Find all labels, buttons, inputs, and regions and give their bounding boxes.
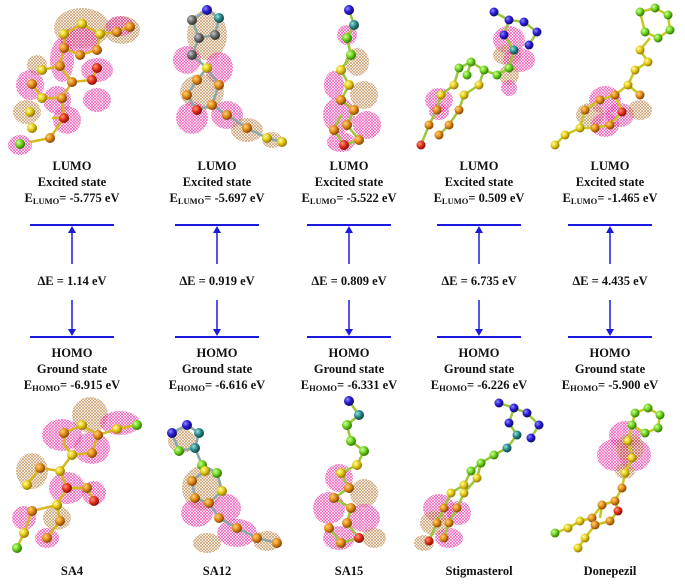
homo-state: Ground state — [181, 362, 253, 376]
sa4-homo-orbital-image — [12, 397, 142, 553]
lumo-state: Excited state — [444, 175, 514, 189]
lumo-title: LUMO — [459, 159, 499, 173]
atoms — [15, 19, 135, 149]
donepezil-lumo-label: LUMO Excited state ELUMO= -1.465 eV — [540, 158, 680, 209]
stigmasterol-compound-name: Stigmasterol — [445, 564, 513, 578]
sa15-energy-gap-diagram — [307, 224, 391, 338]
homo-state: Ground state — [443, 362, 515, 376]
stigmasterol-homo-label: HOMO Ground state EHOMO= -6.226 eV — [409, 345, 549, 396]
compound-column-sa15: LUMO Excited state ELUMO= -5.522 eV ΔE =… — [279, 0, 419, 584]
donepezil-homo-orbital-image — [550, 403, 665, 553]
lumo-title: LUMO — [590, 159, 630, 173]
homo-energy: EHOMO= -6.915 eV — [23, 378, 121, 393]
up-arrow-icon — [345, 226, 353, 233]
up-arrow-icon — [213, 226, 221, 233]
homo-title: HOMO — [458, 346, 500, 360]
homo-energy: EHOMO= -5.900 eV — [561, 378, 659, 393]
sa12-lumo-label: LUMO Excited state ELUMO= -5.697 eV — [147, 158, 287, 209]
sa4-energy-gap-diagram — [30, 224, 114, 338]
sa12-energy-gap-diagram — [175, 224, 259, 338]
lumo-state: Excited state — [314, 175, 384, 189]
sa12-homo-orbital-image — [167, 420, 282, 553]
donepezil-delta-e: ΔE = 4.435 eV — [572, 274, 648, 288]
sa4-homo-label: HOMO Ground state EHOMO= -6.915 eV — [2, 345, 142, 396]
down-arrow-icon — [345, 329, 353, 336]
compound-column-donepezil: LUMO Excited state ELUMO= -1.465 eV ΔE =… — [540, 0, 680, 584]
donepezil-compound-name: Donepezil — [583, 564, 637, 578]
sa4-delta-e: ΔE = 1.14 eV — [37, 274, 107, 288]
sa12-delta-e: ΔE = 0.919 eV — [179, 274, 255, 288]
orbital-lobes — [8, 8, 140, 155]
compound-column-sa12: LUMO Excited state ELUMO= -5.697 eV ΔE =… — [147, 0, 287, 584]
homo-energy: EHOMO= -6.226 eV — [430, 378, 528, 393]
donepezil-lumo-orbital-image — [550, 3, 675, 150]
compound-column-stigmasterol: LUMO Excited state ELUMO= 0.509 eV ΔE = … — [409, 0, 549, 584]
sa12-homo-label: HOMO Ground state EHOMO= -6.616 eV — [147, 345, 287, 396]
sa4-compound-name: SA4 — [60, 564, 84, 578]
stigmasterol-homo-orbital-image — [414, 398, 544, 551]
homo-state: Ground state — [574, 362, 646, 376]
stigmasterol-delta-e: ΔE = 6.735 eV — [441, 274, 517, 288]
down-arrow-icon — [475, 329, 483, 336]
sa15-delta-e: ΔE = 0.809 eV — [311, 274, 387, 288]
stigmasterol-lumo-label: LUMO Excited state ELUMO= 0.509 eV — [409, 158, 549, 209]
up-arrow-icon — [606, 226, 614, 233]
donepezil-homo-label: HOMO Ground state EHOMO= -5.900 eV — [540, 345, 680, 396]
stigmasterol-lumo-orbital-image — [416, 7, 542, 150]
homo-state: Ground state — [36, 362, 108, 376]
sa15-lumo-label: LUMO Excited state ELUMO= -5.522 eV — [279, 158, 419, 209]
lumo-state: Excited state — [575, 175, 645, 189]
homo-state: Ground state — [313, 362, 385, 376]
sa12-compound-name: SA12 — [202, 564, 232, 578]
lumo-title: LUMO — [329, 159, 369, 173]
lumo-energy: ELUMO= -5.697 eV — [169, 191, 265, 206]
up-arrow-icon — [68, 226, 76, 233]
sa15-homo-orbital-image — [313, 396, 386, 550]
sa12-lumo-orbital-image — [173, 5, 287, 148]
lumo-energy: ELUMO= 0.509 eV — [433, 191, 525, 206]
homo-title: HOMO — [196, 346, 238, 360]
homo-title: HOMO — [51, 346, 93, 360]
homo-energy: EHOMO= -6.616 eV — [168, 378, 266, 393]
donepezil-energy-gap-diagram — [568, 224, 652, 338]
compound-column-sa4: LUMO Excited state ELUMO= -5.775 eV ΔE =… — [2, 0, 142, 584]
lumo-state: Excited state — [37, 175, 107, 189]
lumo-energy: ELUMO= -1.465 eV — [562, 191, 658, 206]
lumo-title: LUMO — [197, 159, 237, 173]
sa15-compound-name: SA15 — [334, 564, 364, 578]
homo-title: HOMO — [589, 346, 631, 360]
homo-energy: EHOMO= -6.331 eV — [300, 378, 398, 393]
sa4-lumo-orbital-image — [8, 8, 140, 155]
stigmasterol-energy-gap-diagram — [437, 224, 521, 338]
sa15-homo-label: HOMO Ground state EHOMO= -6.331 eV — [279, 345, 419, 396]
down-arrow-icon — [213, 329, 221, 336]
lumo-energy: ELUMO= -5.775 eV — [24, 191, 120, 206]
down-arrow-icon — [606, 329, 614, 336]
up-arrow-icon — [475, 226, 483, 233]
down-arrow-icon — [68, 329, 76, 336]
lumo-energy: ELUMO= -5.522 eV — [301, 191, 397, 206]
sa15-lumo-orbital-image — [323, 5, 381, 152]
homo-title: HOMO — [328, 346, 370, 360]
lumo-state: Excited state — [182, 175, 252, 189]
lumo-title: LUMO — [52, 159, 92, 173]
sa4-lumo-label: LUMO Excited state ELUMO= -5.775 eV — [2, 158, 142, 209]
